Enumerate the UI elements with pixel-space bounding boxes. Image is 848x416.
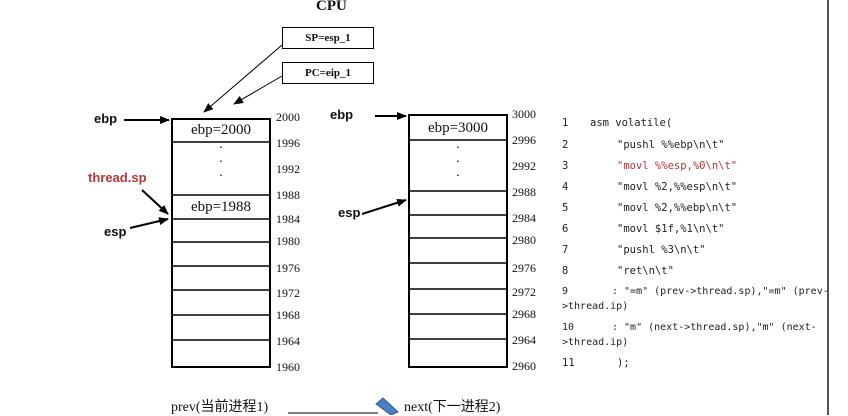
code-line-number: 10 bbox=[562, 322, 575, 333]
prev-address: 1992 bbox=[276, 162, 300, 176]
code-line-highlighted: 3 "movl %%esp,%0\n\t" bbox=[562, 160, 737, 172]
code-listing: 1 asm volatile( 2 "pushl %%ebp\n\t" 3 "movl… bbox=[562, 0, 829, 415]
next-top-cell: ebp=3000 bbox=[427, 120, 489, 136]
prev-ebp-label: ebp bbox=[94, 111, 118, 126]
cpu-title: CPU bbox=[316, 0, 347, 14]
prev-address: 1996 bbox=[276, 136, 300, 150]
code-line: 4 "movl %2,%%esp\n\t" bbox=[562, 181, 737, 193]
prev-address: 1968 bbox=[276, 308, 300, 322]
code-line-continuation: >thread.ip) bbox=[562, 337, 629, 348]
next-stack-cells bbox=[408, 114, 508, 368]
next-address: 2984 bbox=[512, 211, 536, 225]
code-line-text: "movl $1f,%1\n\t" bbox=[617, 223, 725, 235]
switch-arrow-icon bbox=[375, 397, 399, 415]
code-line-text: ); bbox=[617, 357, 630, 369]
next-address: 3000 bbox=[512, 107, 536, 121]
code-line-number: 11 bbox=[562, 357, 575, 369]
next-esp-arrow bbox=[361, 198, 407, 215]
code-line-continuation: >thread.ip) bbox=[562, 301, 629, 312]
prev-ellipsis: ··· bbox=[218, 141, 224, 184]
code-line-number: 8 bbox=[562, 265, 569, 277]
code-line-number: 2 bbox=[562, 139, 569, 151]
next-ebp-label: ebp bbox=[330, 107, 354, 122]
prev-address: 1976 bbox=[276, 261, 300, 275]
prev-esp-label: esp bbox=[104, 224, 127, 239]
prev-caption: prev(当前进程1) bbox=[171, 400, 269, 415]
next-caption: next(下一进程2) bbox=[404, 400, 501, 415]
next-address: 2996 bbox=[512, 133, 536, 147]
prev-top-cell: ebp=2000 bbox=[190, 122, 252, 138]
sp-register-box: SP=esp_1 bbox=[282, 27, 374, 49]
code-line-text: "pushl %%ebp\n\t" bbox=[617, 139, 725, 151]
code-line-text: : "=m" (prev->thread.sp),"=m" (prev- bbox=[612, 286, 829, 297]
next-address: 2988 bbox=[512, 185, 536, 199]
next-address: 2976 bbox=[512, 261, 536, 275]
pc-register-label: PC=eip_1 bbox=[305, 67, 351, 79]
prev-stack-cells bbox=[171, 118, 271, 368]
prev-stack: ebp=2000 ··· ebp=1988 bbox=[171, 118, 271, 368]
code-line-number: 5 bbox=[562, 202, 569, 214]
next-address: 2980 bbox=[512, 233, 536, 247]
prev-address: 2000 bbox=[276, 110, 300, 124]
prev-address: 1964 bbox=[276, 334, 300, 348]
next-address: 2968 bbox=[512, 307, 536, 321]
next-ellipsis: ··· bbox=[455, 141, 461, 184]
code-line-text: "pushl %3\n\t" bbox=[617, 244, 706, 256]
prev-thread-sp-arrow bbox=[141, 189, 169, 215]
sp-callout-line bbox=[203, 44, 283, 113]
prev-esp-arrow bbox=[129, 217, 169, 229]
sp-register-label: SP=esp_1 bbox=[305, 32, 351, 44]
next-address: 2992 bbox=[512, 159, 536, 173]
next-address: 2960 bbox=[512, 359, 536, 373]
prev-address: 1984 bbox=[276, 212, 300, 226]
code-line-text: "movl %2,%%esp\n\t" bbox=[617, 181, 738, 193]
code-line-number: 1 bbox=[562, 117, 569, 129]
code-line: 9 : "=m" (prev->thread.sp),"=m" (prev- bbox=[562, 286, 829, 297]
code-line-number: 7 bbox=[562, 244, 569, 256]
code-line: 1 asm volatile( bbox=[562, 117, 672, 129]
next-address: 2972 bbox=[512, 285, 536, 299]
prev-address: 1972 bbox=[276, 286, 300, 300]
code-line-text: : "m" (next->thread.sp),"m" (next- bbox=[612, 322, 817, 333]
next-address: 2964 bbox=[512, 333, 536, 347]
next-stack: ebp=3000 ··· bbox=[408, 114, 508, 368]
pc-callout-line bbox=[233, 75, 283, 105]
prev-address: 1980 bbox=[276, 234, 300, 248]
page-right-border bbox=[827, 0, 829, 415]
code-line: 7 "pushl %3\n\t" bbox=[562, 244, 706, 256]
code-line: 6 "movl $1f,%1\n\t" bbox=[562, 223, 724, 235]
code-line-text: "ret\n\t" bbox=[617, 265, 674, 277]
code-line-text: "movl %2,%%ebp\n\t" bbox=[617, 202, 738, 214]
code-line: 5 "movl %2,%%ebp\n\t" bbox=[562, 202, 737, 214]
prev-address: 1988 bbox=[276, 188, 300, 202]
code-line-text: asm volatile( bbox=[590, 117, 673, 129]
code-line-number: 4 bbox=[562, 181, 569, 193]
code-line-number: 6 bbox=[562, 223, 569, 235]
code-line: 8 "ret\n\t" bbox=[562, 265, 674, 277]
code-line-number: 9 bbox=[562, 286, 569, 297]
code-line: 10 : "m" (next->thread.sp),"m" (next- bbox=[562, 322, 817, 333]
prev-thread-sp-label: thread.sp bbox=[88, 170, 147, 185]
code-line-text: "movl %%esp,%0\n\t" bbox=[617, 160, 738, 172]
code-line-number: 3 bbox=[562, 160, 569, 172]
code-line: 11); bbox=[562, 357, 630, 369]
pc-register-box: PC=eip_1 bbox=[282, 62, 374, 84]
prev-address: 1960 bbox=[276, 360, 300, 374]
prev-saved-cell: ebp=1988 bbox=[190, 199, 252, 215]
code-line: 2 "pushl %%ebp\n\t" bbox=[562, 139, 724, 151]
next-esp-label: esp bbox=[338, 205, 361, 220]
